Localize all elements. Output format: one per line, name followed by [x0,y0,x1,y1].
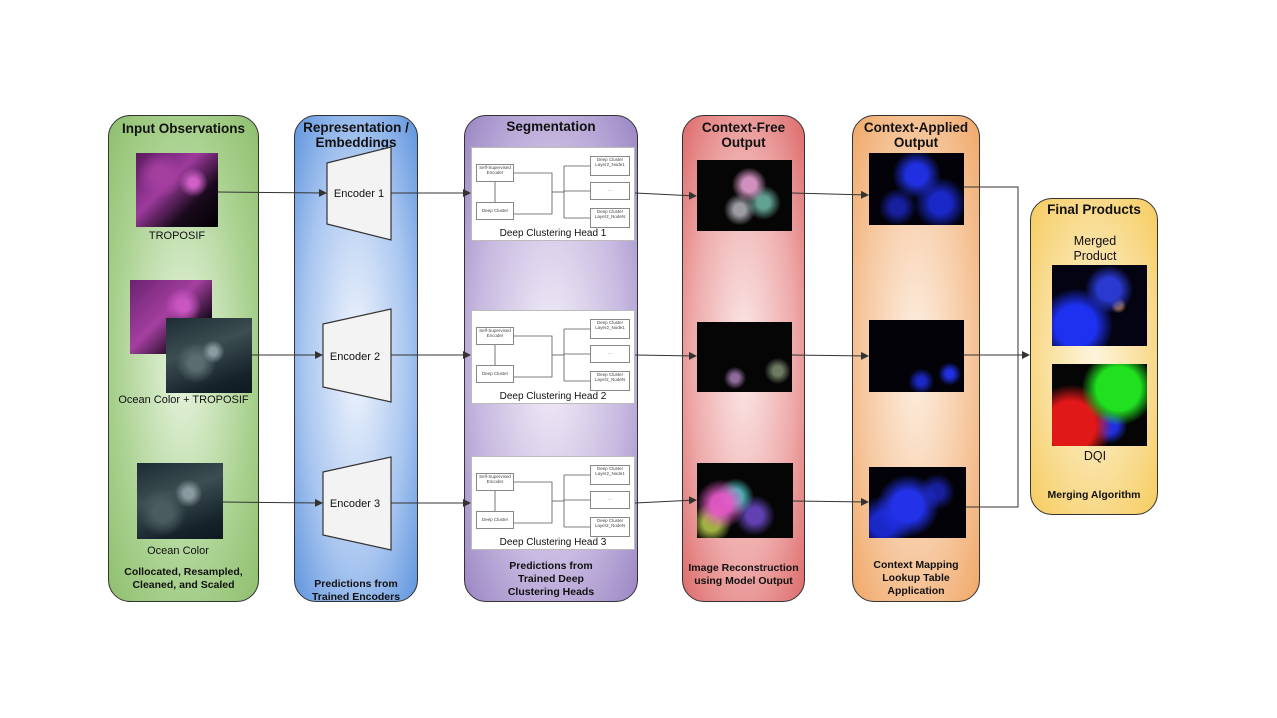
deep-clustering-head-2-label: Deep Clustering Head 2 [499,391,607,402]
context-free-title: Context-Free Output [683,120,804,150]
merged-product-image [1052,265,1147,346]
segmentation-footer: Predictions from Trained Deep Clustering… [465,560,637,599]
context-free-title-line-2: Output [721,135,766,150]
input-footer-line-1: Collocated, Resampled, [124,566,243,578]
deep-cluster-box: Deep Cluster [476,511,514,529]
context-applied-footer: Context Mapping Lookup Table Application [853,559,979,598]
ocean-color-image-stacked [166,318,252,393]
merged-product-label-line-2: Product [1073,249,1117,263]
context-free-footer-line-2: using Model Output [694,575,793,587]
context-free-output-1 [697,160,792,231]
segmentation-footer-line-3: Clustering Heads [507,586,595,598]
representation-footer: Predictions from Trained Encoders [295,578,417,604]
context-free-title-line-1: Context-Free [701,120,786,135]
representation-title-line-2: Embeddings [315,135,397,150]
context-applied-footer-line-3: Application [887,585,945,597]
representation-title-line-1: Representation / [303,120,409,135]
context-applied-title: Context-Applied Output [853,120,979,150]
encoder-3-label: Encoder 3 [329,498,381,510]
ellipsis-box: ... [590,345,630,363]
context-free-output-3 [697,463,793,538]
deep-cluster-box: Deep Cluster [476,365,514,383]
merged-product-label-line-1: Merged [1073,234,1117,248]
context-applied-title-line-2: Output [893,135,939,150]
representation-footer-line-1: Predictions from [314,578,398,590]
input-observations-footer: Collocated, Resampled, Cleaned, and Scal… [109,566,258,592]
context-applied-output-1 [869,153,964,225]
representation-footer-line-2: Trained Encoders [311,591,401,603]
head-2-connectors [494,328,590,382]
representation-title: Representation / Embeddings [295,120,417,150]
context-applied-title-line-1: Context-Applied [863,120,969,135]
merging-algorithm-label: Merging Algorithm [1047,489,1141,501]
ellipsis-box: ... [590,491,630,509]
context-applied-footer-line-1: Context Mapping [873,559,959,571]
context-applied-footer-line-2: Lookup Table [882,572,950,584]
troposif-image [136,153,218,227]
ocean-color-image [137,463,223,539]
segmentation-title: Segmentation [506,119,596,134]
final-products-panel: Final Products Merged Product DQI Mergin… [1030,198,1158,515]
deep-cluster-box: Deep Cluster [476,202,514,220]
segmentation-footer-line-2: Trained Deep [518,573,584,585]
input-footer-line-2: Cleaned, and Scaled [132,579,235,591]
ocean-color-label: Ocean Color [147,545,209,557]
context-free-footer-line-1: Image Reconstruction [688,562,799,574]
encoder-2-label: Encoder 2 [329,351,381,363]
dqi-image [1052,364,1147,446]
context-free-output-2 [697,322,792,392]
dqi-label: DQI [1083,449,1107,463]
encoder-2-shape [322,308,392,403]
encoder-1-shape [326,146,392,241]
ellipsis-box: ... [590,182,630,200]
encoder-1-label: Encoder 1 [333,188,385,200]
context-free-footer: Image Reconstruction using Model Output [683,562,804,588]
encoder-3-shape [322,456,392,551]
context-applied-output-3 [869,467,966,538]
final-products-title: Final Products [1047,202,1141,217]
troposif-label: TROPOSIF [148,230,206,242]
segmentation-footer-line-1: Predictions from [509,560,593,572]
deep-clustering-head-3-label: Deep Clustering Head 3 [499,537,607,548]
head-1-connectors [494,165,590,219]
merged-product-label: Merged Product [1031,234,1159,264]
head-3-connectors [494,474,590,528]
deep-clustering-head-1-label: Deep Clustering Head 1 [499,228,607,239]
input-observations-title: Input Observations [121,121,246,136]
context-applied-output-2 [869,320,964,392]
ocean-color-troposif-label: Ocean Color + TROPOSIF [118,394,249,406]
